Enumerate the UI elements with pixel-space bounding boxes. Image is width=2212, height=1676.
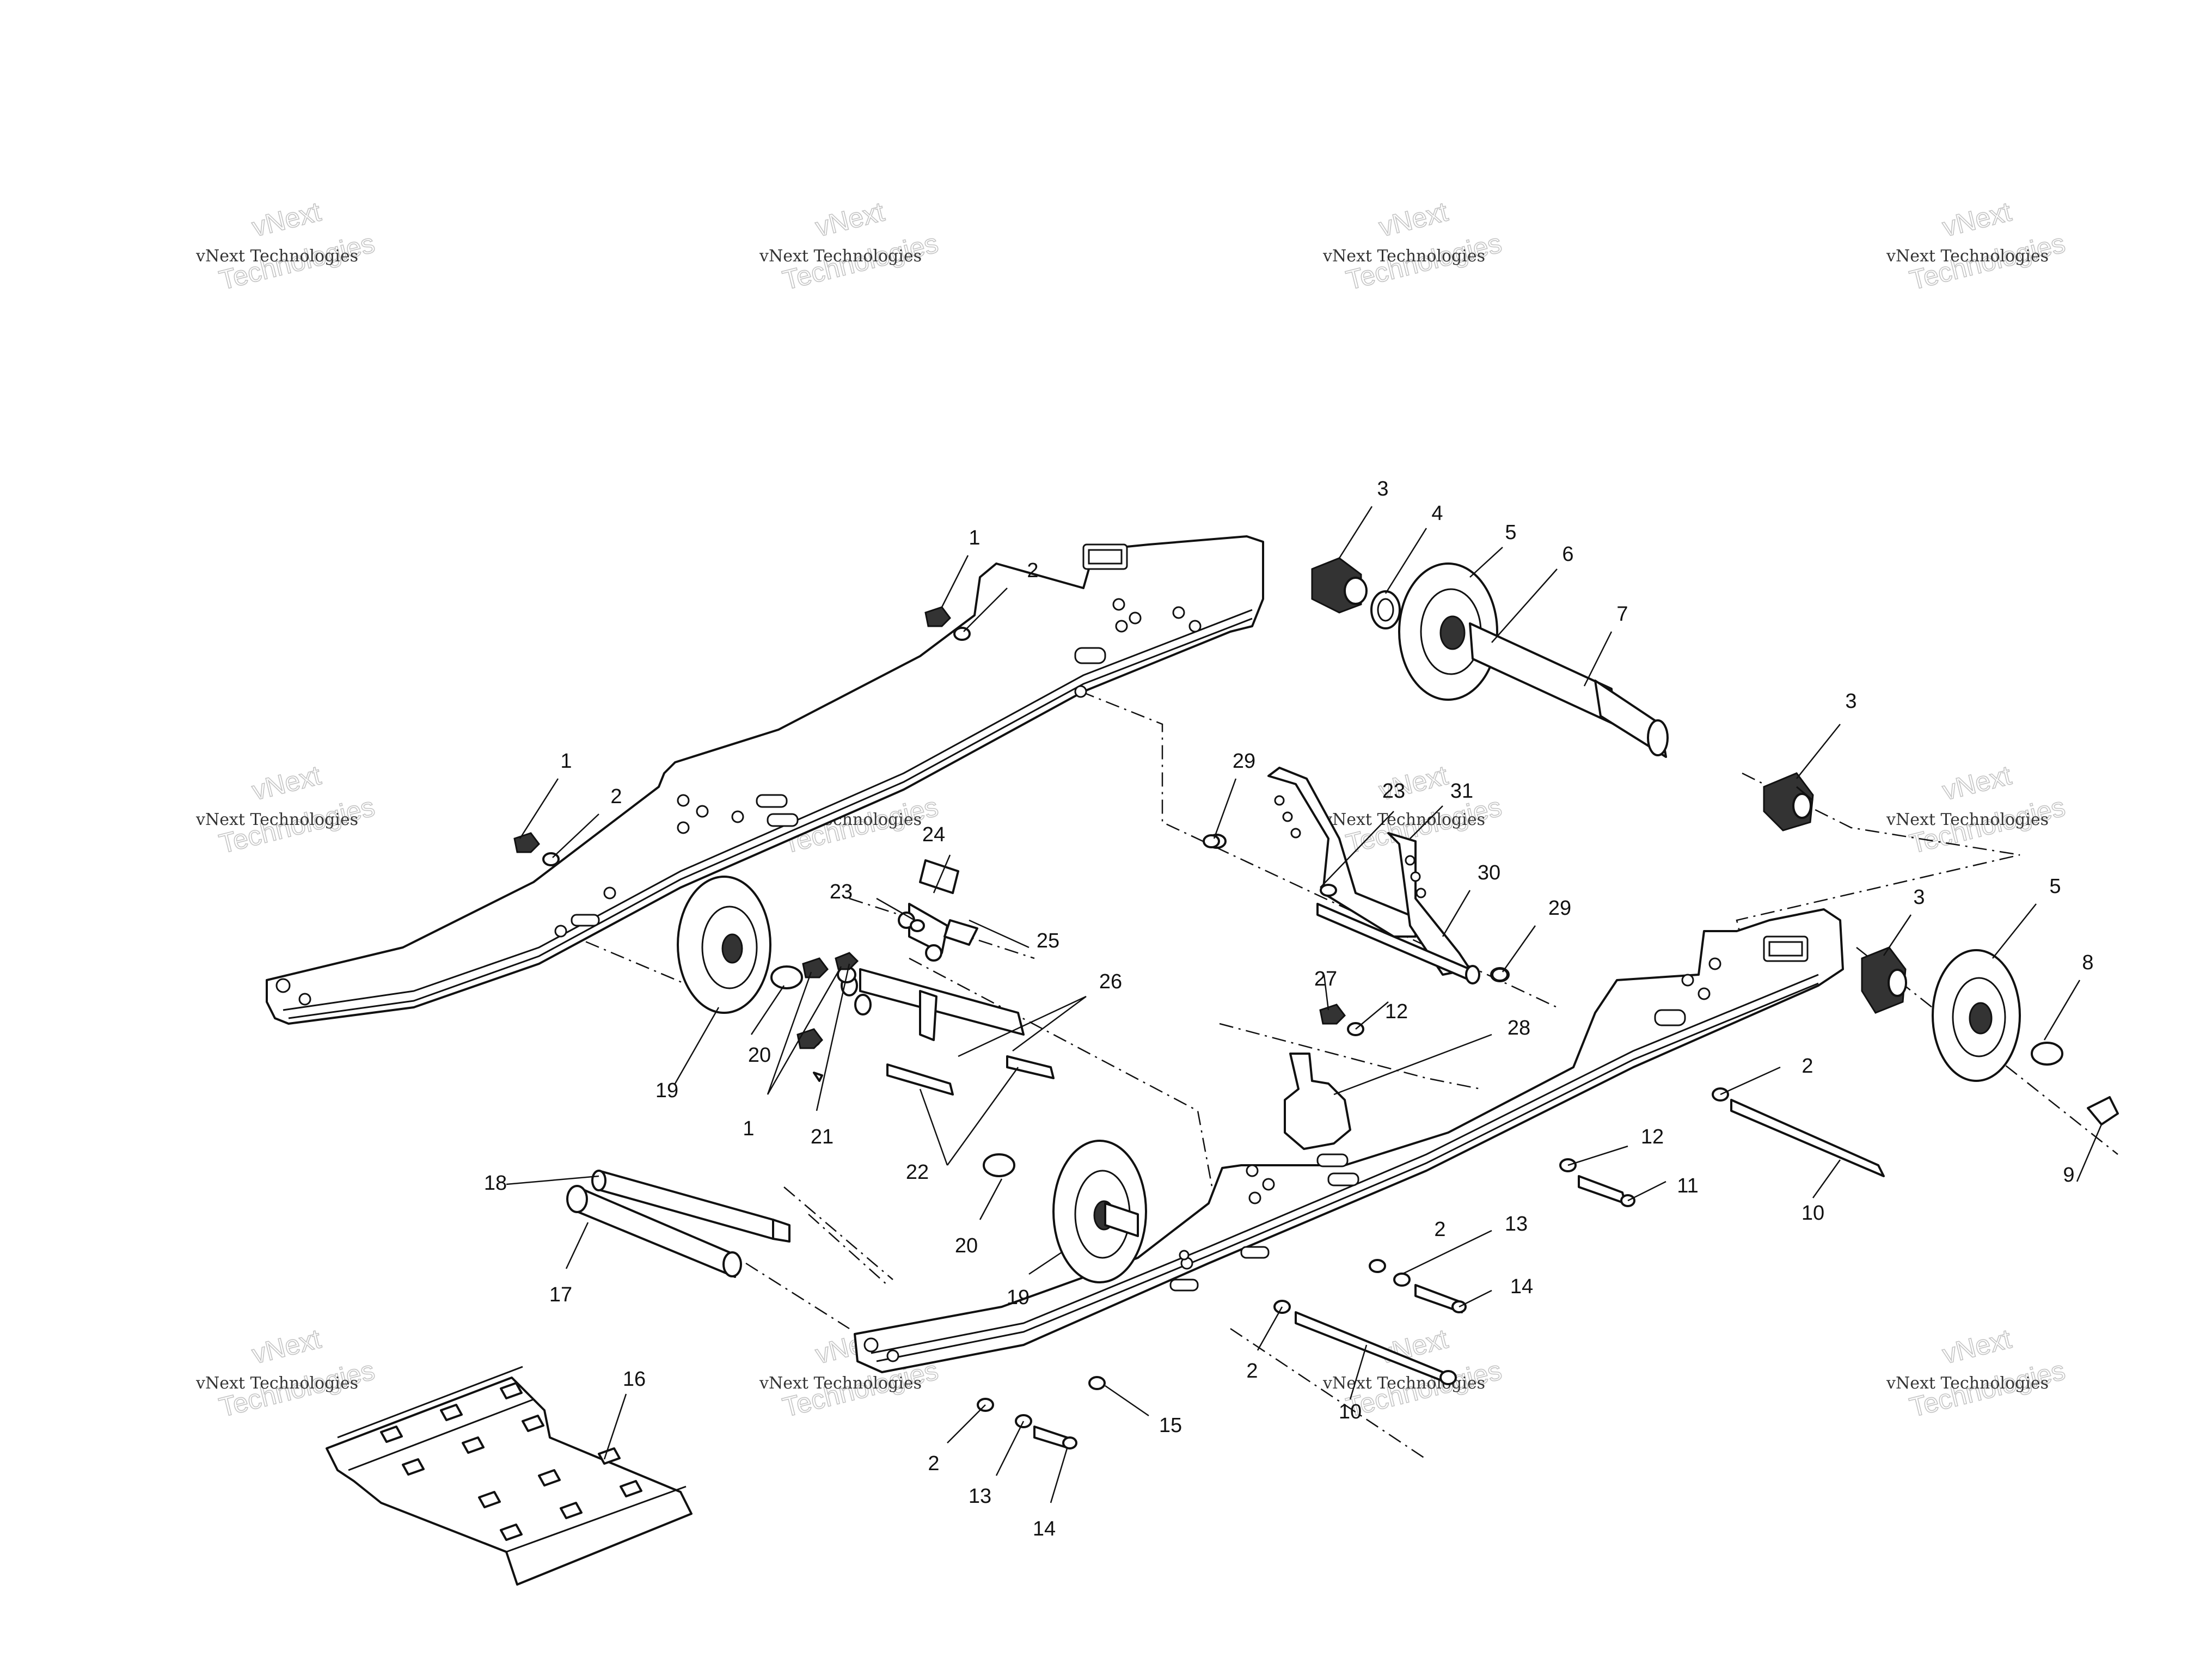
watermark-large-top: vNext [1376,196,1451,242]
callout-label: 31 [1450,780,1473,803]
callout-label: 3 [1377,478,1388,500]
callout-label: 2 [928,1452,939,1475]
callout-label: 1 [743,1117,754,1140]
callout-label: 18 [484,1172,507,1195]
watermark-small: vNext Technologies [1886,1374,2049,1393]
callout-label: 14 [1033,1518,1056,1540]
callout-label: 2 [1802,1055,1813,1078]
watermark-small: vNext Technologies [1322,1374,1485,1393]
callout-label: 25 [1037,929,1059,952]
track-section [326,1366,693,1586]
callout-label: 28 [1508,1017,1530,1039]
track-cleat [598,1447,621,1465]
callout-label: 12 [1385,1000,1408,1023]
track-cleat [560,1502,583,1519]
callout-label: 11 [1677,1175,1698,1197]
watermark-large-top: vNext [1939,760,2014,806]
callout-label: 19 [655,1079,678,1102]
track-cleat [500,1524,523,1541]
callout-label: 5 [2049,875,2061,898]
right-rail [854,908,1844,1373]
callout-label: 17 [549,1283,572,1306]
watermark-small: vNext Technologies [1886,247,2049,266]
callout-label: 13 [1505,1213,1528,1235]
callout-label: 13 [969,1485,991,1508]
callout-label: 12 [1641,1126,1664,1148]
track-cleat [500,1382,523,1399]
track-cleat [440,1404,463,1421]
callout-label: 5 [1505,521,1516,544]
callout-label: 2 [1027,559,1038,582]
callout-label: 19 [1007,1286,1030,1309]
callout-label: 6 [1562,543,1573,566]
track-cleat [380,1426,403,1443]
watermark-large-top: vNext [249,1323,324,1369]
callout-label: 24 [922,823,945,846]
watermark-small: vNext Technologies [1322,247,1485,266]
watermark-small: vNext Technologies [195,247,358,266]
callout-label: 27 [1314,968,1337,990]
track-cleat [538,1469,561,1487]
callout-label: 20 [748,1044,771,1067]
callout-label: 22 [906,1161,929,1184]
callout-label: 23 [830,880,853,903]
watermark-small: vNext Technologies [1886,810,2049,829]
callout-label: 2 [1246,1360,1258,1383]
callout-label: 4 [1431,502,1443,525]
callout-label: 29 [1548,897,1571,920]
callout-label: 15 [1159,1414,1182,1437]
callout-label: 10 [1339,1400,1362,1423]
watermark-large-top: vNext [1939,196,2014,242]
leader-lines [506,506,2103,1503]
callout-label: 8 [2082,951,2093,974]
track-cleat [402,1458,425,1476]
watermark-small: vNext Technologies [195,1374,358,1393]
watermark-large-top: vNext [1939,1323,2014,1369]
callout-label: 2 [610,785,622,808]
callout-label: 10 [1802,1202,1824,1225]
watermark-large-top: vNext [249,196,324,242]
fasteners [513,606,1885,1449]
track-cleat [620,1480,642,1497]
rear-idler-assembly [1311,557,2119,1126]
callout-label: 2 [1434,1218,1445,1241]
track-cleat [522,1415,544,1432]
callout-label: 1 [969,527,980,549]
callout-label: 20 [955,1234,978,1257]
watermark-small: vNext Technologies [759,247,922,266]
callout-label: 1 [560,750,572,773]
front-wheels-and-shafts [566,767,1510,1283]
callout-label: 29 [1233,750,1255,773]
watermark-small: vNext Technologies [1322,810,1485,829]
callout-label: 16 [623,1368,646,1391]
watermark-large-top: vNext [812,196,887,242]
callout-label: 21 [811,1126,834,1148]
callout-label: 26 [1099,970,1122,993]
watermark-small: vNext Technologies [759,1374,922,1393]
callout-label: 14 [1510,1275,1533,1298]
callout-label: 3 [1845,690,1856,713]
callout-label: 23 [1382,780,1405,803]
watermark-small: vNext Technologies [195,810,358,829]
track-cleat [478,1491,501,1508]
callout-label: 9 [2063,1164,2074,1186]
callout-label: 7 [1616,603,1628,626]
left-rail [266,535,1264,1025]
callout-label: 3 [1913,886,1925,909]
watermark-large-top: vNext [249,760,324,806]
track-cleat [462,1436,485,1454]
callout-label: 30 [1478,861,1500,884]
